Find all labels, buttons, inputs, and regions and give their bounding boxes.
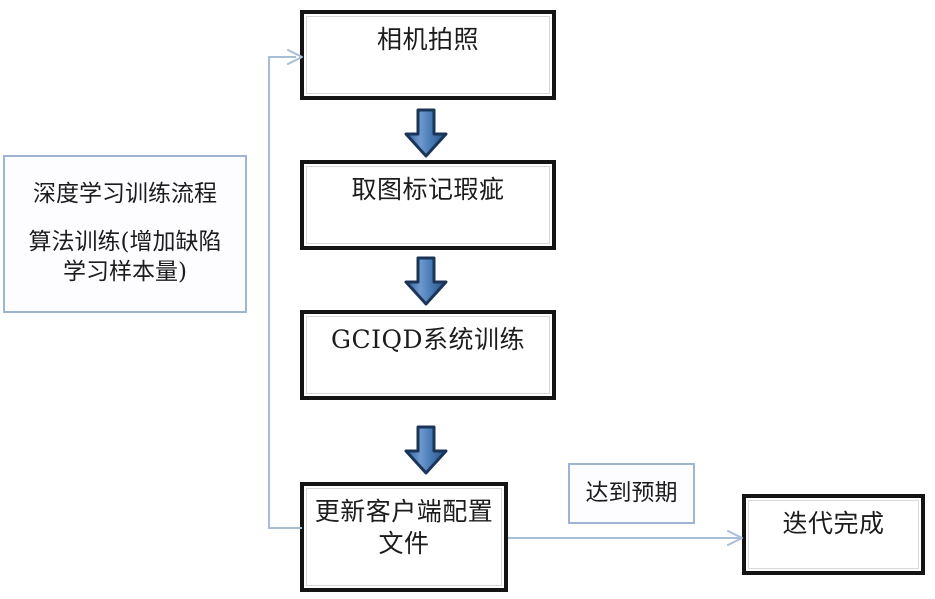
down-block-arrow-3	[403, 425, 449, 475]
note-process-title: 深度学习训练流程	[33, 181, 217, 208]
note-box-expectation-met: 达到预期	[568, 463, 695, 524]
note-box-training-process: 深度学习训练流程 算法训练(增加缺陷 学习样本量)	[3, 155, 247, 313]
process-box-iteration-done-label: 迭代完成	[782, 509, 885, 538]
process-box-gciqd-training: GCIQD系统训练	[300, 310, 556, 400]
process-box-camera-capture: 相机拍照	[300, 10, 556, 100]
down-block-arrow-2	[403, 256, 449, 306]
process-box-mark-defects-label: 取图标记瑕疵	[351, 175, 505, 204]
note-expectation-met-label: 达到预期	[585, 479, 678, 506]
process-box-gciqd-training-label: GCIQD系统训练	[330, 325, 525, 354]
process-box-update-client-config-label: 更新客户端配置 文件	[314, 497, 494, 558]
down-block-arrow-1	[403, 108, 449, 158]
feedback-loop-arrow	[262, 45, 312, 540]
to-iteration-done-arrow	[508, 527, 748, 549]
note-process-detail: 算法训练(增加缺陷 学习样本量)	[28, 229, 222, 285]
process-box-camera-capture-label: 相机拍照	[376, 25, 479, 54]
process-box-mark-defects: 取图标记瑕疵	[300, 160, 556, 250]
process-box-iteration-done: 迭代完成	[742, 494, 925, 575]
process-box-update-client-config: 更新客户端配置 文件	[300, 482, 508, 592]
